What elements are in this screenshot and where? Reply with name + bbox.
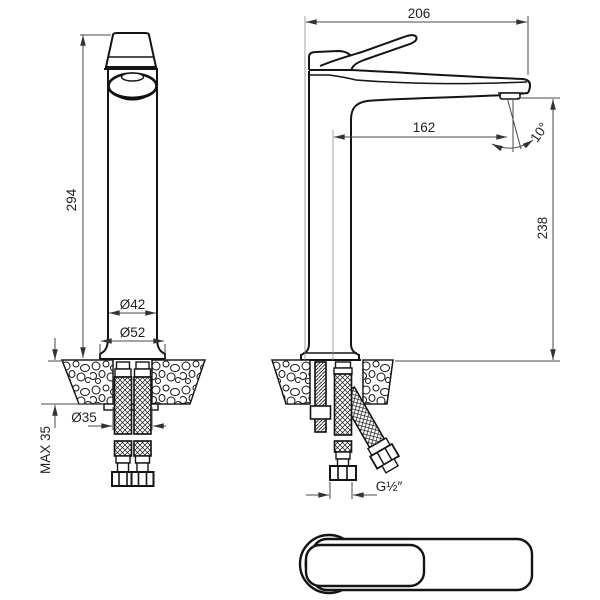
countertop-side	[271, 359, 394, 405]
hex-nut	[130, 471, 155, 487]
dim-height-294	[80, 34, 111, 359]
stud-nut	[309, 405, 332, 420]
dim-label-162: 162	[413, 120, 436, 135]
dim-label-238: 238	[535, 217, 550, 240]
mounting-stud	[309, 361, 332, 433]
handle-side	[308, 34, 418, 72]
side-view	[271, 34, 532, 481]
dim-outlet-height-238	[395, 97, 560, 362]
body-front	[104, 68, 158, 338]
dim-label-294: 294	[64, 188, 79, 211]
dimension-labels: 294 MAX 35 Ø42 Ø52 Ø35 206 162 10° 238 G…	[38, 6, 551, 494]
aerator-tip	[499, 92, 521, 100]
dim-connection-thread	[306, 482, 377, 499]
dim-spray-angle	[491, 98, 534, 152]
supply-hose-left	[111, 361, 135, 487]
spout-side	[308, 69, 532, 344]
lever-grip	[304, 543, 426, 588]
dim-reach-162	[332, 130, 508, 360]
dimensions	[41, 16, 560, 499]
top-view-handle	[298, 533, 534, 595]
dim-label-d35: Ø35	[71, 410, 97, 425]
supply-hose-right	[130, 361, 155, 487]
spout-mouth-front	[107, 72, 158, 101]
dim-label-g12: G½″	[376, 479, 403, 494]
dim-label-max35: MAX 35	[38, 426, 53, 474]
front-view	[61, 32, 206, 487]
dim-hole-diameter	[88, 407, 166, 430]
dim-length-206	[304, 16, 529, 360]
dim-label-d52: Ø52	[120, 325, 146, 340]
supply-hose-vertical	[329, 361, 357, 481]
dim-label-d42: Ø42	[120, 297, 146, 312]
dim-max-deck-thickness	[41, 338, 104, 428]
dim-base-diameter	[99, 338, 166, 358]
countertop-front	[61, 359, 206, 405]
hex-nut	[329, 465, 357, 481]
handle-front	[104, 32, 158, 68]
dim-label-206: 206	[408, 6, 431, 21]
base-side	[300, 343, 361, 361]
